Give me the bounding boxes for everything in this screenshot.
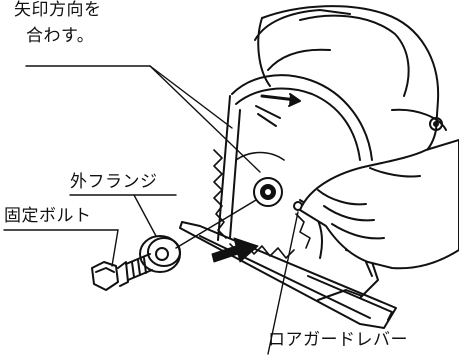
saw-handle bbox=[254, 9, 351, 71]
push-direction-arrow bbox=[211, 237, 259, 263]
blade-hub bbox=[253, 177, 283, 207]
saw-body bbox=[257, 5, 447, 161]
arrow-alignment-label-line2: 合わす。 bbox=[26, 26, 95, 46]
hand-holding-guard bbox=[299, 139, 459, 270]
assembly-axis-line bbox=[175, 199, 257, 249]
lower-guard-lever-label: ロアガードレバー bbox=[268, 330, 408, 350]
fixing-bolt-drawing bbox=[91, 253, 153, 291]
outer-flange-drawing bbox=[139, 235, 181, 273]
outer-flange-label: 外フランジ bbox=[70, 172, 158, 192]
arrow-alignment-label-line1: 矢印方向を bbox=[14, 0, 102, 20]
upper-blade-guard bbox=[217, 74, 373, 241]
leader-lines bbox=[3, 65, 299, 355]
fixing-bolt-label: 固定ボルト bbox=[4, 206, 92, 226]
